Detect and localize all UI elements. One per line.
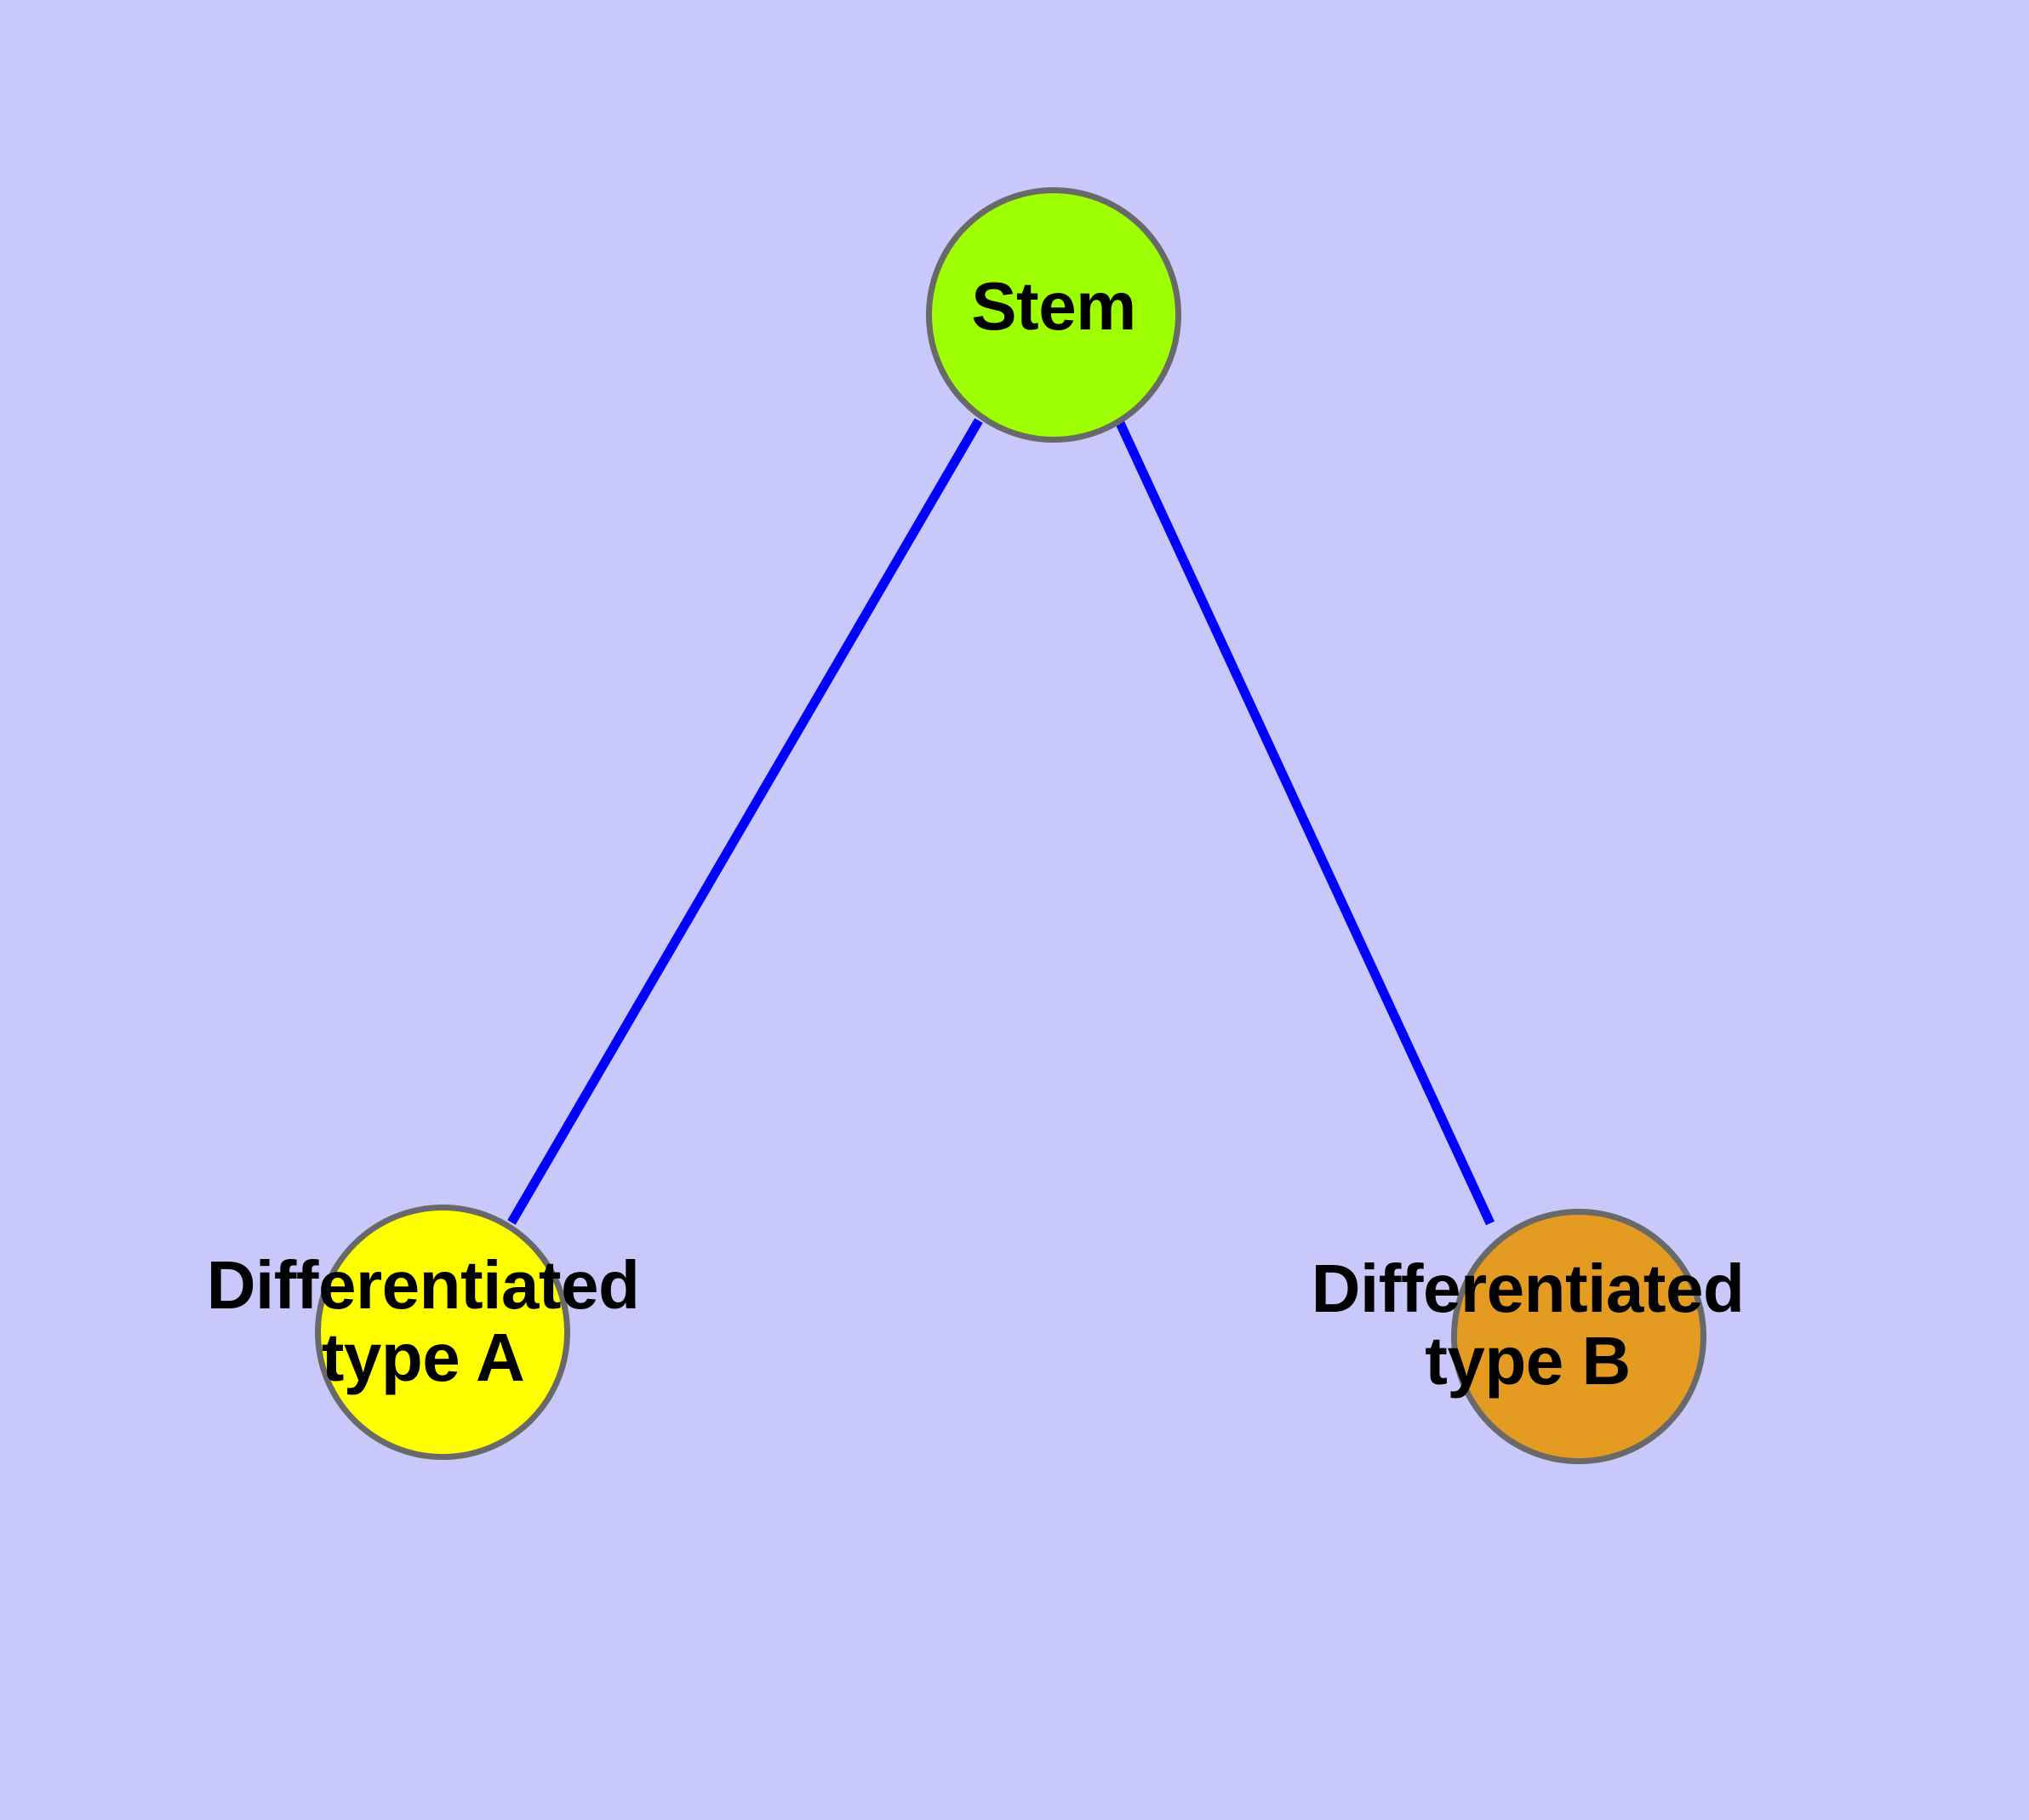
edge-stem-to-diff-a[interactable] — [507, 418, 983, 1225]
node-stem-label: Stem — [971, 268, 1136, 344]
node-stem[interactable] — [926, 187, 1181, 443]
label-line-2: type A — [321, 1319, 525, 1395]
label-line-1: Differentiated — [1311, 1251, 1745, 1326]
label-line-2: type B — [1425, 1322, 1631, 1399]
label-line-1: Differentiated — [206, 1247, 640, 1323]
node-differentiated-type-a[interactable] — [315, 1205, 570, 1460]
edge-stem-to-diff-b[interactable] — [1116, 421, 1495, 1226]
node-differentiated-type-b[interactable] — [1451, 1209, 1706, 1464]
